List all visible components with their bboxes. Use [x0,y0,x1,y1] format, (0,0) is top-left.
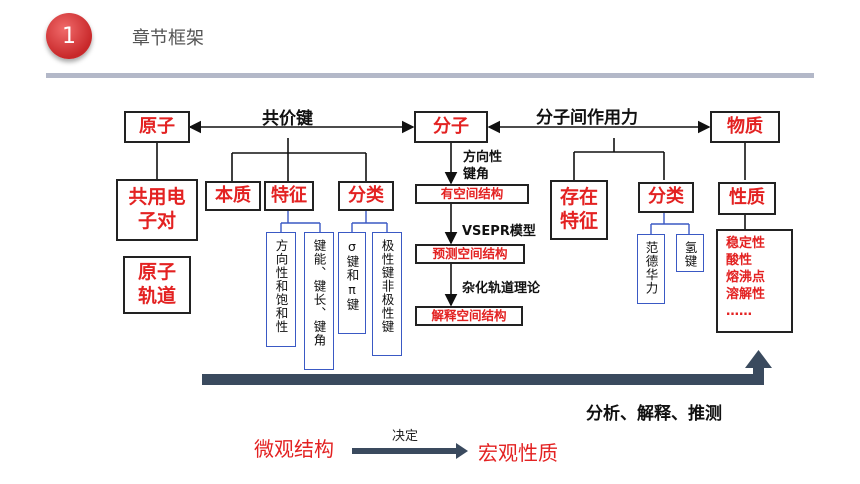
classification-box-2: 分类 [638,182,694,213]
shared-electron-pair-box: 共用电 子对 [116,179,198,241]
bond-angle-label: 键角 [463,167,490,182]
predict-structure-box: 预测空间结构 [415,244,525,264]
polar-nonpolar-bond-text: 极性键非极性键 [379,239,395,334]
decide-arrow [352,443,468,459]
atom-box: 原子 [124,111,190,143]
van-der-waals-box: 范德华力 [637,234,665,304]
intermolecular-force-label: 分子间作用力 [536,108,638,128]
atomic-orbital-line2: 轨道 [137,285,176,307]
existence-feature-line1: 存在 [559,186,598,209]
property-item: …… [726,304,752,319]
bond-parameters-box: 键能、键长、键角 [304,232,334,370]
property-box: 性质 [718,182,776,215]
feedback-arrow [202,350,772,385]
covalent-bond-label: 共价键 [262,109,313,129]
feature-box: 特征 [264,181,314,211]
atomic-orbital-line1: 原子 [137,261,176,284]
property-item: 酸性 [726,253,753,268]
molecule-box: 分子 [414,111,488,143]
essence-box: 本质 [205,181,261,211]
decide-label: 决定 [392,429,419,444]
explain-structure-box: 解释空间结构 [415,306,523,326]
chapter-number-badge: 1 [46,13,92,59]
directionality-saturation-box: 方向性和饱和性 [266,232,296,347]
analysis-label: 分析、解释、推测 [586,404,722,424]
property-item: 溶解性 [726,287,766,302]
existence-feature-line2: 特征 [559,210,598,232]
directionality-saturation-text: 方向性和饱和性 [273,239,289,334]
hydrogen-bond-text: 氢键 [682,241,698,268]
polar-nonpolar-bond-box: 极性键非极性键 [372,232,402,356]
direction-label: 方向性 [463,150,503,165]
vsepr-label: VSEPR模型 [462,224,536,239]
substance-box: 物质 [710,111,780,143]
macro-property-label: 宏观性质 [478,441,558,465]
existence-feature-box: 存在 特征 [550,180,608,240]
van-der-waals-text: 范德华力 [643,241,659,295]
property-list: 稳定性 酸性 熔沸点 溶解性 …… [716,229,793,333]
hybridization-label: 杂化轨道理论 [462,281,541,296]
classification-box-1: 分类 [338,181,394,211]
atomic-orbital-box: 原子 轨道 [123,256,191,314]
sigma-pi-bond-box: σ键和π键 [338,232,366,334]
chapter-title: 章节框架 [132,28,204,49]
shared-electron-pair-line2: 子对 [137,210,176,232]
micro-structure-label: 微观结构 [254,437,334,461]
sigma-pi-bond-text: σ键和π键 [344,239,360,312]
property-item: 熔沸点 [726,270,766,285]
property-item: 稳定性 [726,236,766,251]
hydrogen-bond-box: 氢键 [676,234,704,272]
bond-parameters-text: 键能、键长、键角 [311,239,327,347]
spatial-structure-box: 有空间结构 [415,184,529,204]
shared-electron-pair-line1: 共用电 [128,186,186,209]
header-divider [46,73,814,78]
